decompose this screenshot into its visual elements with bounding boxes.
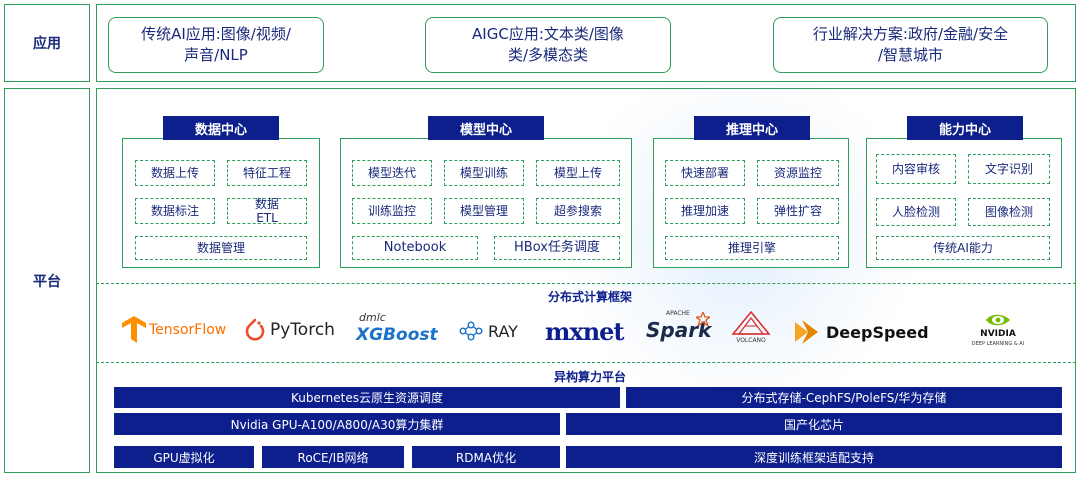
pytorch-icon [245,318,265,341]
data-center-title: 数据中心 [163,116,279,140]
deepspeed-icon [795,320,818,344]
chip-face-detection: 人脸检测 [876,198,956,226]
chip-data-upload: 数据上传 [135,160,215,186]
app-layer-label-box: 应用 [4,4,90,82]
chip-training-monitor: 训练监控 [352,198,432,224]
bar-domestic-chip: 国产化芯片 [566,413,1062,435]
chip-traditional-ai-capability: 传统AI能力 [876,236,1050,260]
app-layer-label: 应用 [33,36,61,52]
bar-rdma-optimization: RDMA优化 [412,446,560,468]
spark-logo: APACHE Spark [646,310,714,348]
volcano-text: VOLCANO [736,337,766,344]
chip-data-etl: 数据 ETL [227,197,307,225]
mxnet-logo: mxnet [545,314,637,348]
chip-notebook: Notebook [352,236,478,260]
volcano-icon [731,310,771,335]
chip-model-management: 模型管理 [444,198,524,224]
bar-kubernetes: Kubernetes云原生资源调度 [114,387,620,408]
xgboost-dmlc-text: dmlc [359,311,386,324]
ray-icon [459,321,483,341]
heterogeneous-title: 异构算力平台 [553,370,626,384]
bar-dl-framework-adaptation: 深度训练框架适配支持 [566,446,1062,468]
pytorch-text: PyTorch [270,320,335,340]
platform-layer [96,88,1076,473]
chip-inference-acceleration: 推理加速 [665,198,745,224]
chip-data-labeling: 数据标注 [135,198,215,224]
bar-gpu-virtualization: GPU虚拟化 [114,446,254,468]
chip-hyperparameter-search: 超参搜索 [536,198,620,224]
ray-logo: RAY [458,316,538,346]
bar-nvidia-gpu-cluster: Nvidia GPU-A100/A800/A30算力集群 [114,413,560,435]
chip-image-detection: 图像检测 [968,198,1050,226]
xgboost-logo: dmlc XGBoost [356,312,446,348]
inference-center-title: 推理中心 [694,116,810,140]
tensorflow-logo: TensorFlow [120,314,238,346]
chip-elastic-scaling: 弹性扩容 [757,198,839,224]
deepspeed-text: DeepSpeed [826,322,929,342]
chip-quick-deploy: 快速部署 [665,160,745,186]
model-center-title: 模型中心 [428,116,544,140]
tensorflow-text: TensorFlow [149,322,227,338]
nvidia-eye-icon [986,314,1010,326]
platform-layer-label: 平台 [33,273,61,290]
nvidia-sub-text: DEEP LEARNING & AI [971,341,1025,347]
volcano-logo: VOLCANO [726,310,776,350]
chip-text-recognition: 文字识别 [968,154,1050,184]
app-aigc: AIGC应用:文本类/图像 类/多模态类 [425,17,671,73]
app-traditional-ai: 传统AI应用:图像/视频/ 声音/NLP [108,17,324,73]
divider-distributed [96,283,1076,284]
spark-apache-text: APACHE [666,310,690,317]
chip-model-upload: 模型上传 [536,160,620,186]
spark-star-icon [696,312,710,326]
tensorflow-icon [122,316,146,343]
divider-heterogeneous [96,362,1076,363]
chip-hbox-scheduling: HBox任务调度 [494,236,620,260]
app-industry-solutions: 行业解决方案:政府/金融/安全 /智慧城市 [773,17,1048,73]
platform-layer-label-box: 平台 [4,88,90,473]
chip-inference-engine: 推理引擎 [665,236,839,260]
bar-roce-ib-network: RoCE/IB网络 [262,446,404,468]
nvidia-logo: NVIDIA DEEP LEARNING & AI [948,312,1048,354]
chip-resource-monitor: 资源监控 [757,160,839,186]
nvidia-text: NVIDIA [980,329,1016,339]
chip-model-iteration: 模型迭代 [352,160,432,186]
bar-distributed-storage: 分布式存储-CephFS/PoleFS/华为存储 [626,387,1062,408]
spark-text: Spark [646,318,712,342]
chip-feature-engineering: 特征工程 [227,160,307,186]
xgboost-text: XGBoost [356,325,438,345]
chip-content-moderation: 内容审核 [876,154,956,184]
pytorch-logo: PyTorch [244,314,342,346]
chip-data-management: 数据管理 [135,236,307,260]
deepspeed-logo: DeepSpeed [792,316,932,348]
chip-model-training: 模型训练 [444,160,524,186]
capability-center-title: 能力中心 [907,116,1023,140]
distributed-title: 分布式计算框架 [547,290,632,304]
mxnet-text: mxnet [545,316,625,346]
ray-text: RAY [488,321,518,341]
